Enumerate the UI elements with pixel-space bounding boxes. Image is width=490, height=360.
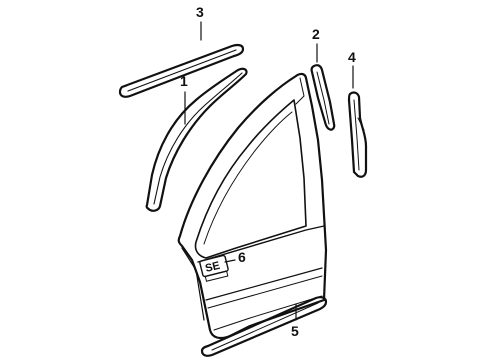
callout-1: 1 [180, 73, 188, 89]
callout-6: 6 [238, 249, 246, 265]
roof-molding [118, 43, 245, 98]
callout-4: 4 [348, 49, 356, 65]
door-shell [177, 72, 328, 340]
rear-pillar-molding [347, 91, 368, 178]
se-emblem: SE [199, 254, 229, 282]
body-side-molding [200, 296, 328, 357]
window-frame-molding [145, 67, 248, 212]
callout-2: 2 [312, 26, 320, 42]
callout-labels: 3 1 2 4 5 6 [180, 4, 356, 339]
emblem-text: SE [204, 260, 221, 275]
callout-5: 5 [291, 323, 299, 339]
center-pillar-molding [310, 64, 336, 131]
callout-3: 3 [196, 4, 204, 20]
leader-lines [184, 21, 354, 321]
